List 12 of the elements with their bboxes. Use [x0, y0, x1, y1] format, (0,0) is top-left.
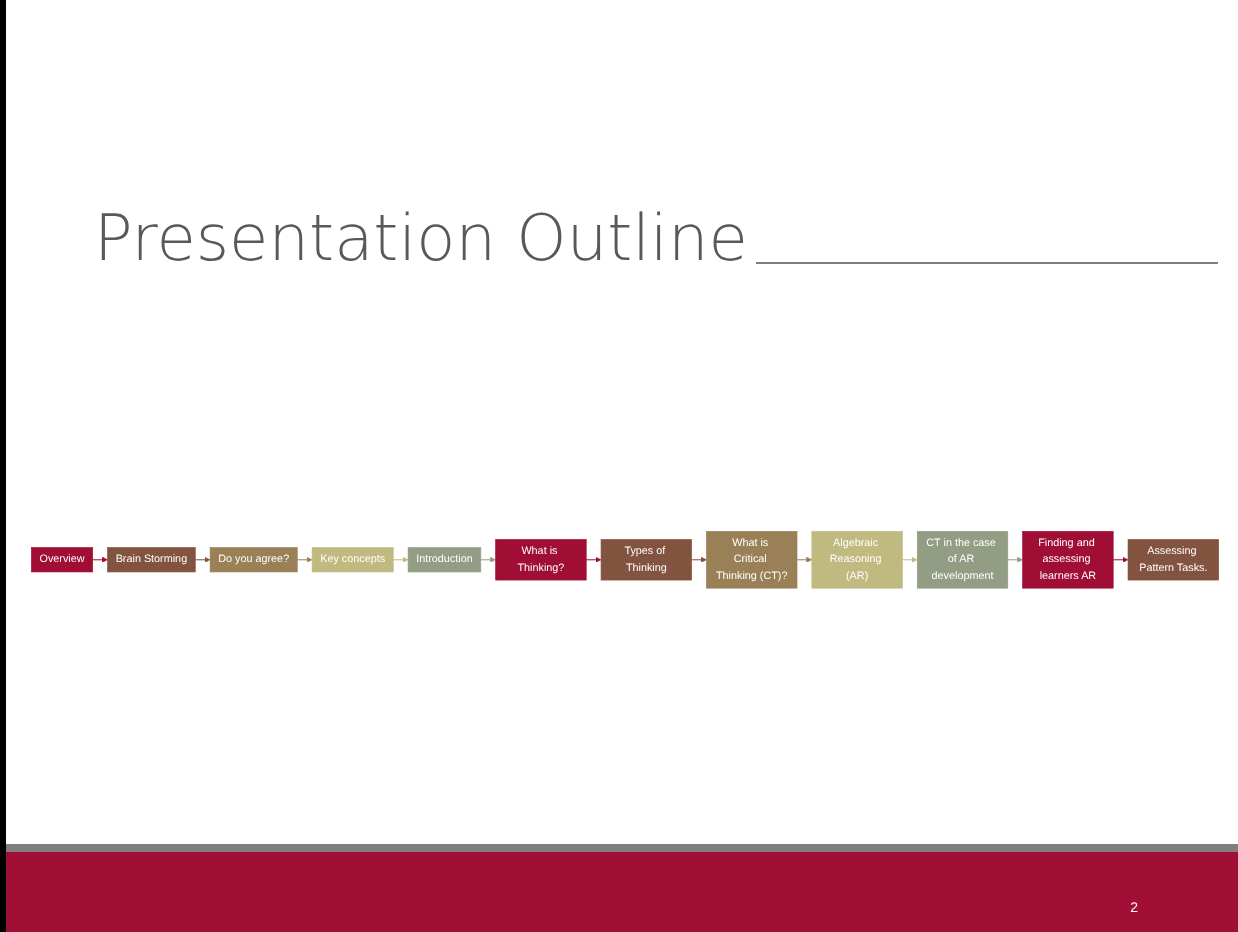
arrow — [691, 557, 707, 563]
arrow — [92, 557, 108, 563]
arrow — [392, 557, 409, 563]
arrow — [1112, 557, 1129, 563]
slide-title: Presentation Outline — [94, 200, 748, 276]
arrow — [796, 557, 813, 563]
arrow — [194, 557, 211, 563]
arrow — [901, 557, 918, 563]
arrow — [1007, 557, 1023, 563]
arrow — [296, 557, 313, 563]
arrow — [480, 557, 496, 563]
arrow — [585, 557, 602, 563]
